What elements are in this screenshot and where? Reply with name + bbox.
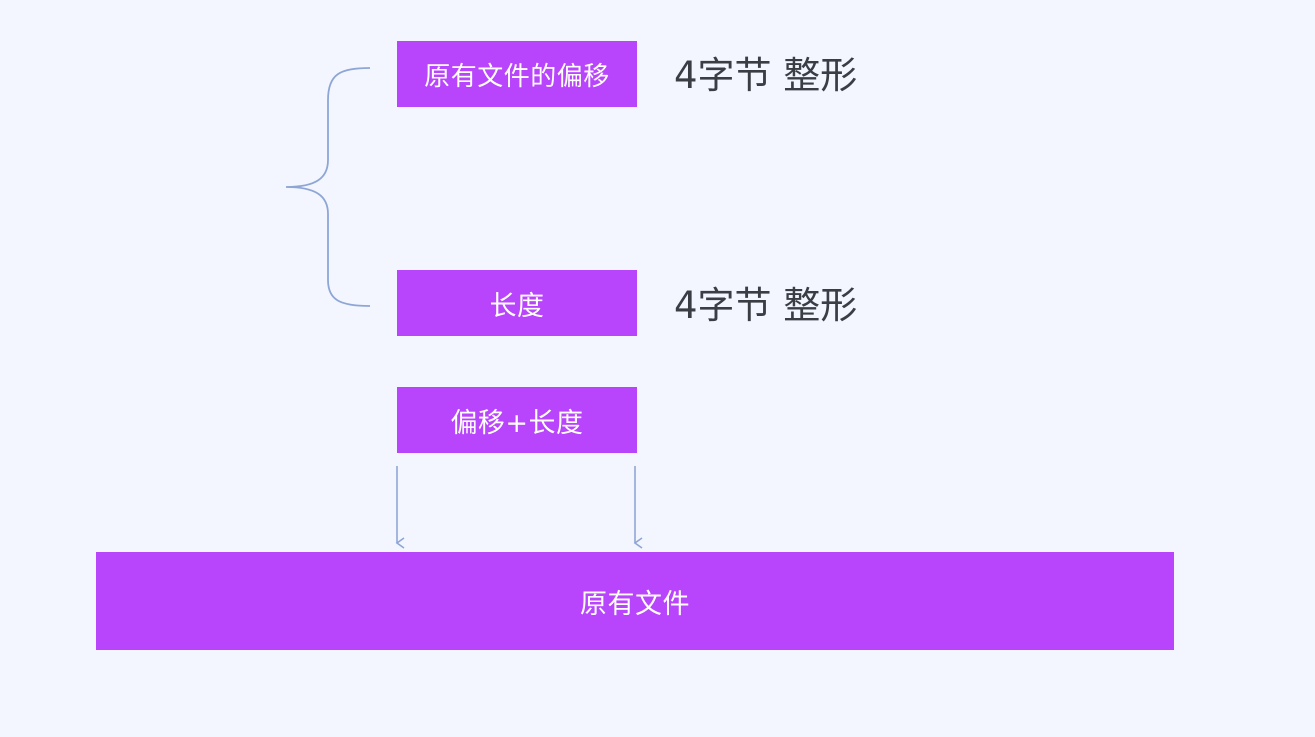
offset-plus-length-label: 偏移+长度 <box>450 407 584 439</box>
curly-brace <box>285 67 371 307</box>
offset-field-box: 原有文件的偏移 <box>397 41 637 107</box>
offset-plus-length-box: 偏移+长度 <box>397 387 637 453</box>
original-file-label: 原有文件 <box>580 588 690 620</box>
offset-field-note: 4字节 整形 <box>674 54 858 97</box>
offset-field-label: 原有文件的偏移 <box>424 61 610 92</box>
length-field-note: 4字节 整形 <box>674 284 858 327</box>
length-field-box: 长度 <box>397 270 637 336</box>
length-field-label: 长度 <box>489 290 545 322</box>
original-file-box: 原有文件 <box>96 552 1174 650</box>
